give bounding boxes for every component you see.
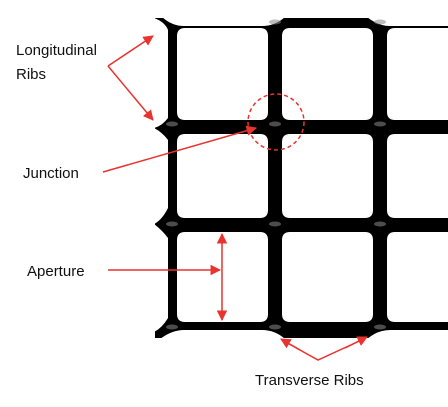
transverse-ribs-label: Transverse Ribs: [255, 372, 364, 389]
transverse-arrow-left-head: [280, 338, 301, 351]
junction-arrow: [102, 125, 258, 173]
junction-highlight-circle: [247, 93, 305, 151]
longitudinal-arrow-top: [107, 35, 154, 67]
grid-edge-scallops: [154, 17, 448, 339]
geogrid-mesh: [154, 17, 448, 339]
longitudinal-ribs-label-line2: Ribs: [16, 66, 46, 83]
grid-body: [155, 18, 448, 338]
annotations: [102, 35, 368, 361]
junction-highlights: [166, 19, 386, 330]
junction-label: Junction: [23, 165, 79, 182]
longitudinal-arrow-bottom: [107, 65, 154, 121]
transverse-arrows: [281, 337, 367, 361]
transverse-arrow-right-head: [344, 336, 368, 349]
aperture-label: Aperture: [27, 263, 85, 280]
longitudinal-ribs-label-line1: Longitudinal: [16, 42, 97, 59]
